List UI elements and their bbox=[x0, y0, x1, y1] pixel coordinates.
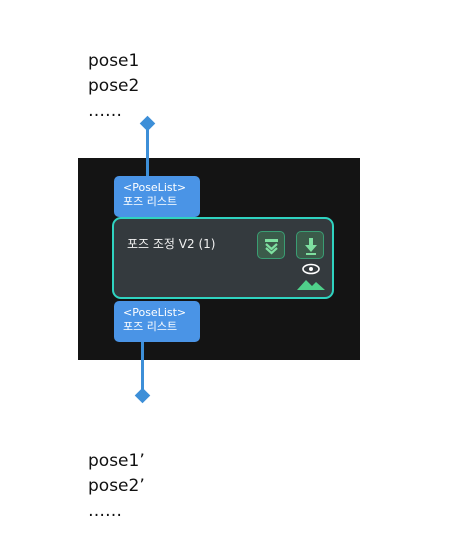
arrow-down-icon bbox=[305, 238, 317, 255]
output-connector-handle[interactable] bbox=[134, 387, 151, 404]
download-button[interactable] bbox=[296, 231, 324, 259]
output-connector-line bbox=[141, 342, 144, 394]
output-port-type: <PoseList> bbox=[123, 306, 187, 319]
input-connector-line bbox=[146, 126, 149, 176]
input-port[interactable]: <PoseList> 포즈 리스트 bbox=[114, 176, 200, 217]
double-chevron-down-icon bbox=[265, 239, 278, 255]
input-port-type: <PoseList> bbox=[123, 181, 187, 194]
input-note-2: pose2 bbox=[88, 76, 140, 96]
input-note-3: …… bbox=[88, 101, 122, 121]
output-port-label: 포즈 리스트 bbox=[123, 320, 178, 333]
output-port[interactable]: <PoseList> 포즈 리스트 bbox=[114, 301, 200, 342]
output-notes: pose1’ pose2’ …… bbox=[88, 449, 145, 524]
step-node[interactable]: 포즈 조정 V2 (1) bbox=[112, 217, 334, 299]
output-note-3: …… bbox=[88, 501, 122, 521]
output-note-1: pose1’ bbox=[88, 451, 145, 471]
eye-landscape-icon[interactable] bbox=[295, 263, 327, 293]
node-title: 포즈 조정 V2 (1) bbox=[127, 237, 216, 251]
input-note-1: pose1 bbox=[88, 51, 140, 71]
input-connector-handle[interactable] bbox=[139, 115, 156, 132]
collapse-button[interactable] bbox=[257, 231, 285, 259]
input-notes: pose1 pose2 …… bbox=[88, 49, 139, 124]
input-port-label: 포즈 리스트 bbox=[123, 195, 178, 208]
output-note-2: pose2’ bbox=[88, 476, 145, 496]
